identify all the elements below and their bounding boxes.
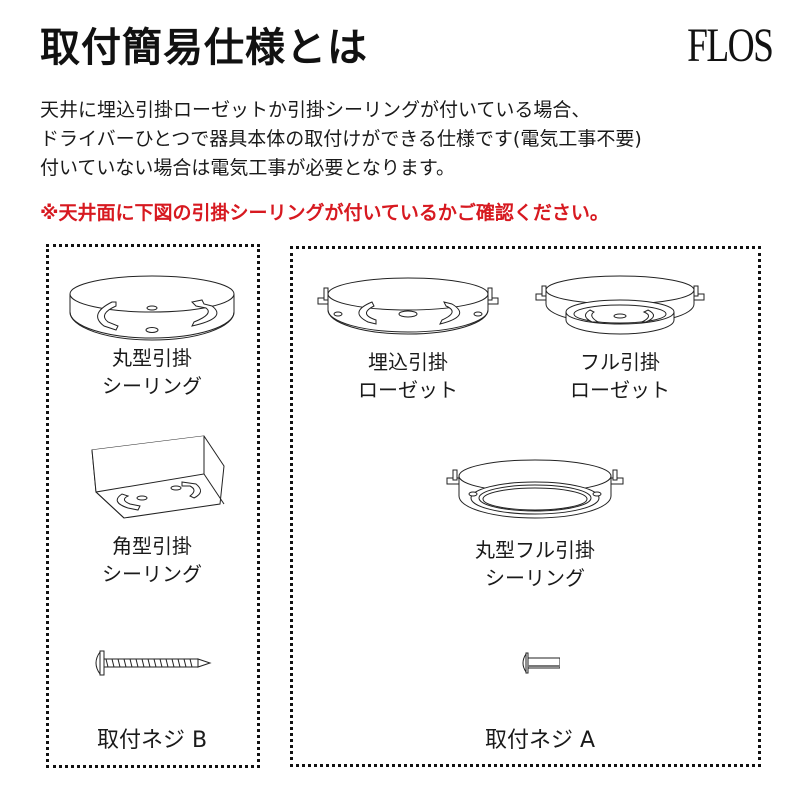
screw-label: 取付ネジ B: [96, 728, 208, 753]
round-ceiling-socket-item: 丸型引掛 シーリング: [62, 272, 242, 400]
screw-a-item: 取付ネジ A: [440, 648, 640, 756]
description-line: 付いていない場合は電気工事が必要となります。: [40, 157, 455, 179]
page-title: 取付簡易仕様とは: [40, 25, 368, 71]
round-full-ceiling-socket-icon: [446, 459, 624, 519]
embedded-rosette-item: 埋込引掛 ローゼット: [312, 270, 504, 404]
screw-b-item: 取付ネジ B: [62, 648, 242, 756]
screw-label: 取付ネジ A: [484, 728, 596, 753]
full-rosette-icon: [535, 275, 705, 335]
square-ceiling-socket-item: 角型引掛 シーリング: [62, 432, 242, 588]
item-label: シーリング: [102, 562, 202, 586]
right-panel: [290, 246, 761, 767]
square-ceiling-socket-icon: [91, 435, 225, 519]
brand-logo: FLOS: [686, 19, 774, 72]
description: 天井に埋込引掛ローゼットか引掛シーリングが付いている場合、 ドライバーひとつで器…: [40, 96, 642, 183]
item-label: 丸型フル引掛: [475, 538, 595, 562]
item-label: 角型引掛: [112, 534, 192, 558]
description-line: ドライバーひとつで器具本体の取付けができる仕様です(電気工事不要): [40, 128, 642, 150]
left-panel: [46, 244, 260, 768]
item-label: ローゼット: [570, 378, 670, 402]
description-line: 天井に埋込引掛ローゼットか引掛シーリングが付いている場合、: [40, 99, 591, 121]
long-wood-screw-icon: [95, 650, 212, 676]
item-label: シーリング: [485, 566, 585, 590]
notice-text: ※天井面に下図の引掛シーリングが付いているかご確認ください。: [40, 202, 609, 224]
item-label: フル引掛: [580, 350, 660, 374]
item-label: 丸型引掛: [112, 346, 192, 370]
round-full-ceiling-socket-item: 丸型フル引掛 シーリング: [430, 454, 640, 592]
round-ceiling-socket-icon: [69, 275, 235, 341]
item-label: 埋込引掛: [368, 350, 448, 374]
item-label: ローゼット: [358, 378, 458, 402]
short-machine-screw-icon: [522, 652, 560, 674]
item-label: シーリング: [102, 374, 202, 398]
embedded-rosette-icon: [317, 277, 499, 335]
full-rosette-item: フル引掛 ローゼット: [530, 270, 710, 404]
